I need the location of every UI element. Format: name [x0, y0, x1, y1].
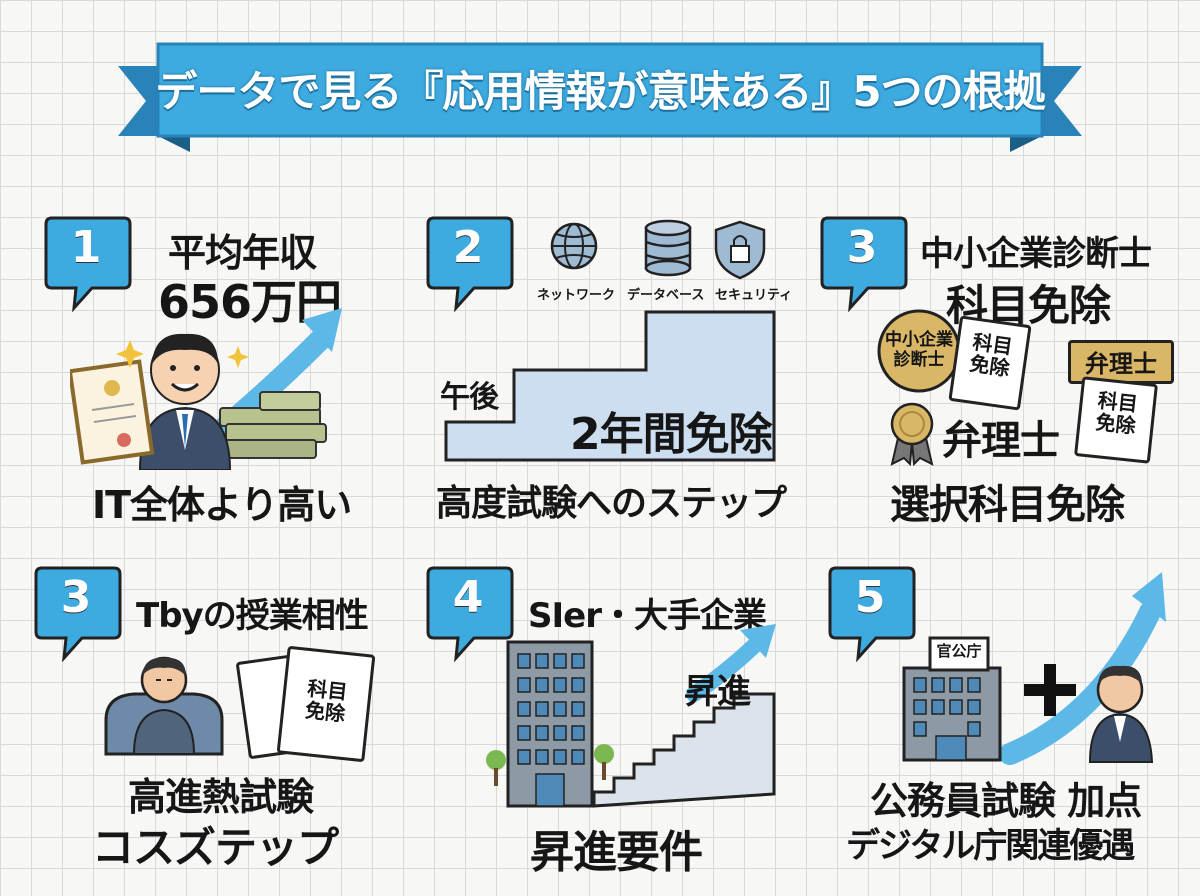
step-label: 午後	[440, 380, 499, 415]
step-value: 2年間免除	[570, 409, 773, 460]
number-badge-3: 3	[818, 212, 910, 312]
card5-illustration	[486, 624, 776, 808]
card4-document: 科目 免除	[276, 645, 376, 763]
card3-caption: 選択科目免除	[890, 482, 1125, 528]
icon-label-network: ネットワーク	[537, 288, 616, 303]
card3-heading: 中小企業診断士	[920, 234, 1152, 274]
database-icon	[644, 219, 692, 277]
arrow-up-icon	[999, 572, 1166, 765]
sparkle-icon	[227, 346, 249, 368]
card4-caption-2: コスズテップ	[92, 823, 339, 872]
card1-caption: IT全体より高い	[92, 483, 352, 527]
number-badge-4: 4	[424, 562, 516, 662]
badge-number: 4	[452, 572, 484, 623]
document-text: 科目 免除	[304, 676, 349, 726]
number-badge-5: 5	[826, 562, 918, 662]
seal-text: 中小企業 診断士	[885, 330, 953, 370]
badge-number: 3	[846, 222, 878, 273]
icon-label-security: セキュリティ	[715, 288, 793, 303]
stairs-icon	[592, 692, 776, 808]
card4-caption-1: 高進熱試験	[128, 775, 314, 819]
number-badge-2: 2	[424, 212, 516, 312]
badge-number: 2	[452, 222, 484, 273]
card6-caption-1: 公務員試験 加点	[870, 779, 1142, 823]
card5-caption: 昇進要件	[530, 827, 703, 878]
medal-icon	[890, 402, 934, 466]
card6-illustration	[902, 572, 1166, 765]
money-stack-icon	[215, 391, 327, 459]
promotion-label: 昇進	[684, 672, 751, 712]
document-text: 科目 免除	[968, 329, 1015, 381]
icon-label-database: データベース	[627, 288, 705, 303]
patent-badge-label: 弁理士	[1085, 350, 1157, 378]
number-badge-3b: 3	[32, 562, 124, 662]
title-banner	[118, 42, 1082, 152]
card1-heading: 平均年収	[168, 231, 317, 275]
stairs-diagram	[444, 310, 776, 462]
patent-heading: 弁理士	[942, 418, 1060, 464]
officer-icon	[1088, 665, 1154, 763]
office-building-icon	[486, 640, 614, 808]
badge-number: 3	[60, 572, 92, 623]
badge-number: 5	[854, 572, 886, 623]
card3-document: 科目 免除	[948, 315, 1032, 411]
student-icon	[104, 656, 224, 756]
shield-lock-icon	[714, 220, 766, 280]
card3-document-2: 科目 免除	[1074, 376, 1158, 464]
plus-icon	[1024, 664, 1076, 716]
badge-number: 1	[70, 222, 102, 273]
globe-icon	[550, 222, 598, 270]
arrow-up-icon	[199, 329, 331, 451]
arrow-up-icon	[686, 624, 776, 702]
sparkle-icon	[116, 340, 144, 368]
card2-caption: 高度試験へのステップ	[436, 483, 787, 524]
document-text: 科目 免除	[1094, 388, 1140, 439]
certificate-icon	[70, 359, 155, 465]
card6-caption-2: デジタル庁関連優遇	[846, 826, 1135, 866]
card2-icons	[550, 219, 766, 280]
government-building-icon	[902, 636, 1002, 762]
government-label: 官公庁	[936, 642, 982, 660]
card4-heading: Tbyの授業相性	[136, 596, 369, 636]
page-title: データで見る『応用情報が意味ある』5つの根拠	[155, 67, 1045, 116]
card5-heading: SIer・大手企業	[528, 596, 767, 636]
card1-illustration	[70, 308, 342, 470]
number-badge-1: 1	[42, 212, 134, 312]
